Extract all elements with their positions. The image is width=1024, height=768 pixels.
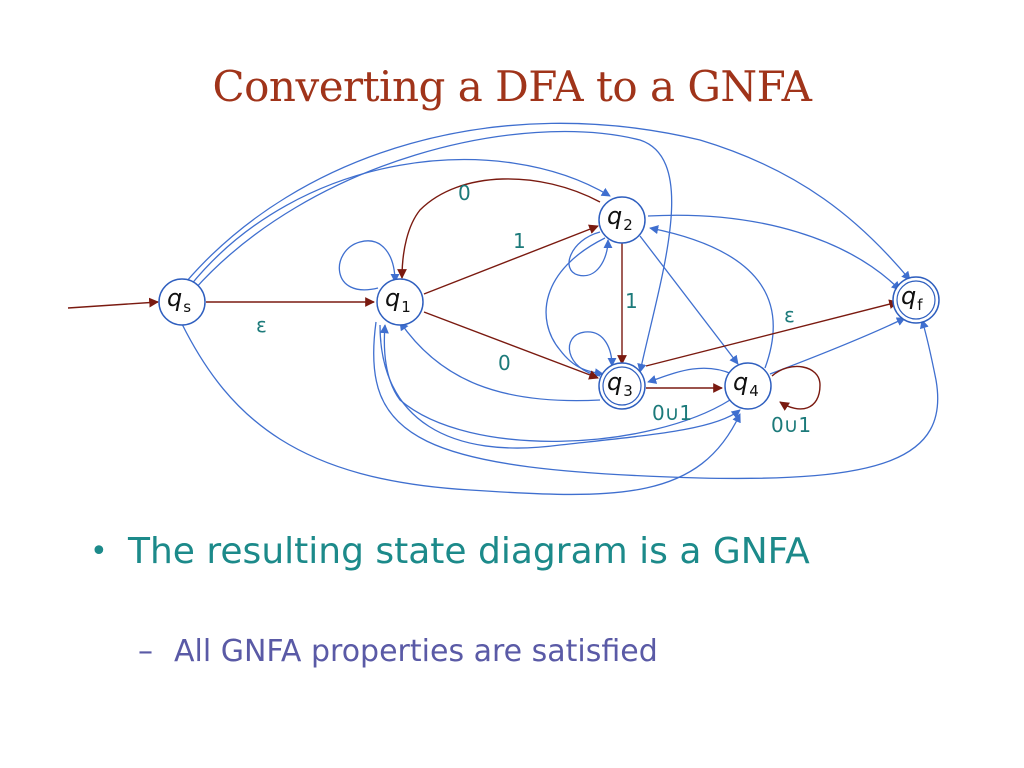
label-q1-q2: 1: [513, 229, 526, 253]
bullet-marker: •: [90, 534, 108, 569]
edge-q1-q1: [338, 240, 400, 291]
edge-q2-q3-blue: [545, 237, 606, 378]
state-qf: qf: [892, 276, 940, 324]
edge-qs-q2: [189, 158, 611, 287]
label-q1-q3: 0: [498, 351, 511, 375]
svg-text:q2: q2: [607, 202, 633, 234]
edge-q1-q2: [423, 224, 599, 295]
label-qs-q1: ε: [256, 313, 267, 337]
edge-q4-q2: [649, 225, 774, 369]
edge-q3-qf: [645, 299, 899, 367]
edge-start-qs: [67, 297, 159, 309]
svg-text:q4: q4: [733, 368, 759, 400]
label-q4-q4: 0∪1: [771, 413, 811, 437]
edge-q1-q3: [423, 311, 599, 380]
edge-qs-qf-top: [185, 122, 911, 283]
edge-qs-q3: [193, 130, 673, 373]
state-q1: q1: [376, 278, 424, 326]
state-q2: q2: [598, 196, 646, 244]
label-q2-q3: 1: [625, 289, 638, 313]
edge-q1-qf: [372, 319, 939, 480]
edge-q2-q2: [568, 231, 613, 277]
edge-q4-q4: [771, 365, 821, 411]
sub-bullet-text: All GNFA properties are satisfied: [174, 634, 658, 669]
sub-bullet-point: – All GNFA properties are satisfied: [138, 632, 858, 672]
edge-q2-q4: [639, 235, 739, 365]
edge-q2-qf: [647, 214, 901, 291]
edge-q4-q1: [379, 324, 731, 442]
svg-text:qs: qs: [167, 284, 191, 316]
sub-bullet-marker: –: [138, 634, 153, 669]
svg-text:qf: qf: [901, 282, 923, 314]
state-q4: q4: [724, 362, 772, 410]
label-q3-qf: ε: [784, 303, 795, 327]
bullet-text: The resulting state diagram is a GNFA: [128, 531, 810, 572]
svg-text:q3: q3: [607, 368, 633, 400]
slide-title: Converting a DFA to a GNFA: [212, 62, 813, 111]
edge-q2-q1: [397, 178, 601, 279]
svg-text:q1: q1: [385, 284, 411, 316]
edge-q3-q3: [568, 331, 617, 377]
edge-q3-q1: [399, 321, 601, 402]
edge-qs-q4: [181, 323, 741, 496]
state-q3: q3: [598, 362, 646, 410]
bullet-point: • The resulting state diagram is a GNFA: [90, 530, 850, 574]
state-qs: qs: [158, 278, 206, 326]
label-q3-q4: 0∪1: [652, 401, 692, 425]
label-q2-q1: 0: [458, 181, 471, 205]
edge-q4-q3: [647, 367, 733, 384]
edge-q1-q4: [379, 324, 741, 449]
